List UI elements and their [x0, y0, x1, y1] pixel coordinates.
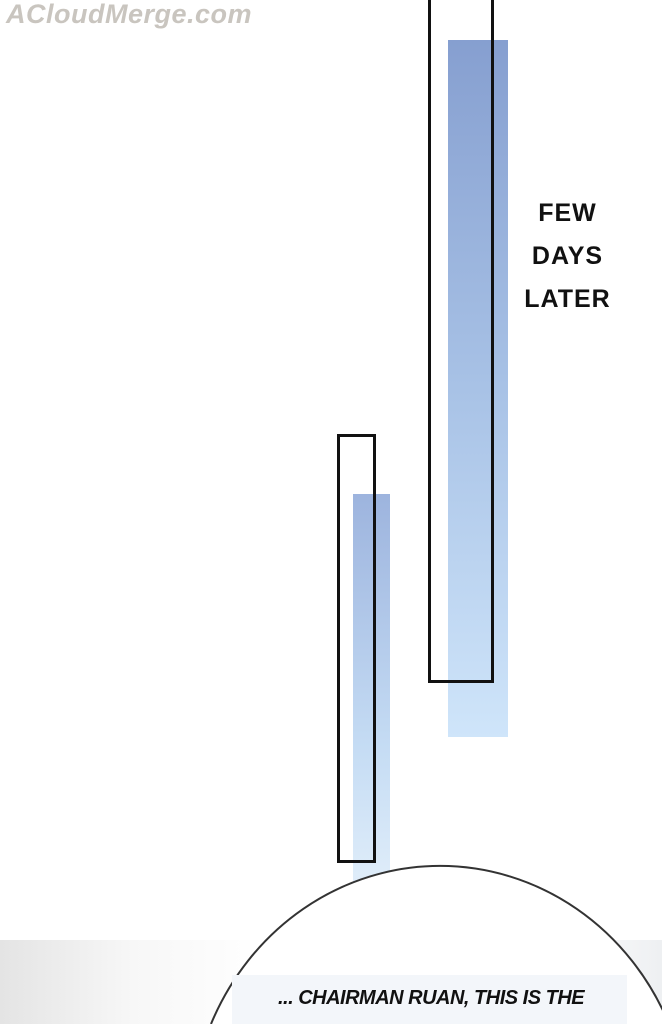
- caption-line: DAYS: [531, 242, 604, 270]
- black-frame-large: [428, 0, 494, 683]
- blue-bar-large: [448, 40, 508, 737]
- blue-bar-small: [353, 494, 390, 917]
- black-frame-small: [337, 434, 376, 863]
- caption-line: FEW: [538, 199, 597, 227]
- watermark: ACloudMerge.com: [6, 0, 253, 29]
- speech-text: ... CHAIRMAN RUAN, THIS IS THE: [278, 987, 585, 1009]
- caption-line: LATER: [524, 285, 611, 313]
- caption-few-days-later: FEW DAYS LATER: [520, 192, 615, 321]
- speech-text-band: [232, 975, 627, 1024]
